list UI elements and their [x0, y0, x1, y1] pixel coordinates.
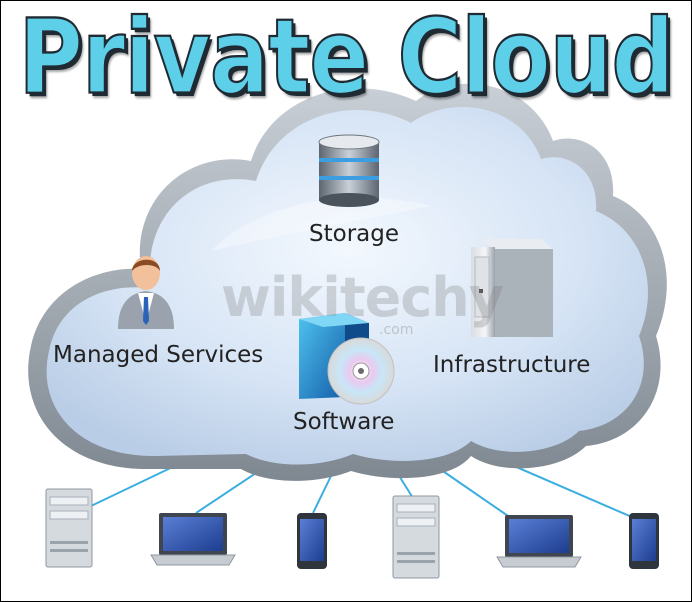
- software-label: Software: [293, 409, 395, 435]
- device-phone-1: [297, 513, 327, 569]
- device-laptop-2: [496, 515, 582, 568]
- diagram-title: Private Cloud: [17, 0, 675, 118]
- software-box-cd-icon: [299, 313, 395, 405]
- link-line-1: [90, 462, 182, 507]
- watermark-suffix: .com: [379, 322, 414, 338]
- device-phone-2: [629, 513, 659, 569]
- infrastructure-label: Infrastructure: [433, 352, 591, 378]
- link-line-3: [312, 475, 332, 514]
- server-tower-icon: [471, 239, 553, 337]
- device-server-1: [45, 488, 93, 568]
- watermark-text: wikitechy: [221, 266, 504, 329]
- storage-label: Storage: [309, 221, 399, 247]
- managed-services-label: Managed Services: [53, 342, 264, 368]
- device-laptop-1: [150, 513, 236, 566]
- device-server-2: [392, 495, 440, 579]
- cloud-shape: [28, 83, 667, 481]
- storage-database-icon: [318, 134, 380, 207]
- person-icon: [118, 256, 174, 329]
